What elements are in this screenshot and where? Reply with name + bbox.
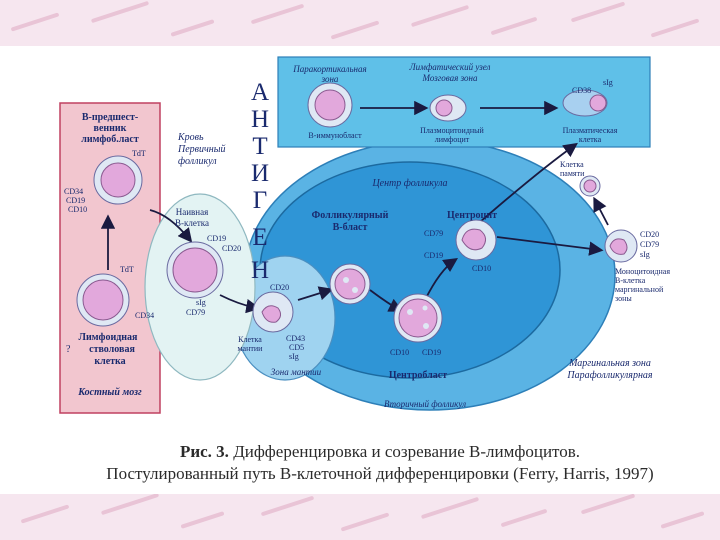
blood-label: Кровь [177,132,204,143]
marker-label: CD10 [68,205,87,214]
antigen-vertical-label: А Н Т И Г Е Н [251,79,269,284]
plasmacytoid-label: лимфоцит [435,135,470,144]
antigen-letter: Н [251,257,269,284]
antigen-letter: Г [253,187,267,214]
marker-label: CD79 [424,229,443,238]
antigen-letter: Е [252,224,267,251]
mantle-cell-label: Клетка [238,335,262,344]
figure-caption-line2: Постулированный путь В-клеточной диффере… [106,464,654,483]
cells [76,82,638,343]
bone-marrow-panel [59,102,161,414]
mantle-cell-label: мантии [238,344,264,353]
mantle-zone-label: Зона мантии [271,367,322,377]
follicle-center-label: Центр фолликула [371,178,447,189]
plasma-cell-label: Плазматическая [563,126,618,135]
marker-label: sIg [603,78,613,87]
bone-marrow-label: Костный мозг [77,387,142,398]
pre-b-label: В-предшест- [82,112,138,123]
marker-label: CD20 [222,244,241,253]
question-mark: ? [66,344,71,355]
figure-caption-line1: Рис. 3. Дифференцировка и созревание В-л… [60,441,700,463]
marker-label: CD10 [472,264,491,273]
marker-label: CD34 [64,187,83,196]
parafollicular-label: Парафолликулярная [566,370,652,381]
plasmacytoid-label: Плазмоцитоидный [420,126,484,135]
arrow-to-memory-cell [593,196,609,226]
arrow-mantle-to-follicular-blast [297,286,334,301]
lymphoid-stem-label: клетка [94,356,125,367]
naive-b-label: Наивная [176,207,209,217]
pre-b-label: лимфоб.ласт [81,134,139,145]
monocytoid-label: В-клетка [615,276,646,285]
naive-b-label: В-клетка [175,218,209,228]
marker-label: sIg [196,298,206,307]
memory-cell-label: памяти [560,169,585,178]
marker-label: sIg [289,352,299,361]
marker-label: CD79 [640,240,659,249]
marker-label: CD19 [424,251,443,260]
follicle-label: фолликул [178,156,217,167]
marker-label: TdT [132,149,146,158]
antigen-letter: Н [251,106,269,133]
plasma-cell-label: клетка [579,135,602,144]
antigen-letter: А [251,79,269,106]
follicular-blast-label: В-бласт [333,222,368,233]
arrow-pre-b-to-naive [149,209,193,243]
centroblast-label: Центробласт [389,370,447,381]
caption-title: Дифференцировка и созревание В-лимфоцито… [228,442,581,461]
follicular-blast-label: Фолликулярный [312,210,389,221]
monocytoid-label: маргинальной [615,285,664,294]
marker-label: CD5 [289,343,304,352]
arrow-to-plasma-cells [479,142,578,223]
lymphoid-stem-label: Лимфоидная [79,332,139,343]
medulla-label: Мозговая зона [422,73,478,83]
marker-label: CD34 [135,311,154,320]
arrow-centrocyte-to-marginal [496,236,604,256]
figure-number: Рис. 3. [179,442,229,461]
paracortical-zone-label: зона [321,74,339,84]
marker-label: TdT [120,265,134,274]
immunoblast-label: В-иммунобласт [308,131,362,140]
primary-label: Первичный [177,144,226,155]
centrocyte-label: Центроцит [447,210,497,221]
paracortical-label: Паракортикальная [292,64,366,74]
secondary-follicle-label: Вторичный фолликул [384,399,466,409]
marker-label: CD19 [422,348,441,357]
pre-b-label: венник [94,123,127,134]
marker-label: CD19 [66,196,85,205]
antigen-letter: Т [252,133,267,160]
monocytoid-label: зоны [615,294,632,303]
marker-label: CD20 [640,230,659,239]
marker-label: CD10 [390,348,409,357]
marker-label: CD19 [207,234,226,243]
marker-label: CD43 [286,334,305,343]
lymphoid-stem-label: стволовая [89,344,135,355]
lymph-node-label: Лимфатический узел [409,62,491,72]
marker-label: CD79 [186,308,205,317]
monocytoid-label: Моноцитоидная [615,267,670,276]
pathway-arrows [100,100,609,314]
marker-label: CD38 [572,86,591,95]
marker-label: sIg [640,250,650,259]
arrow-centroblast-to-centrocyte [424,258,458,301]
top-decorative-band [0,0,720,46]
memory-cell-label: Клетка [560,160,584,169]
bottom-decorative-band [0,494,720,540]
antigen-letter: И [251,160,269,187]
marginal-zone-label: Маргинальная зона [568,358,651,369]
marker-label: CD20 [270,283,289,292]
